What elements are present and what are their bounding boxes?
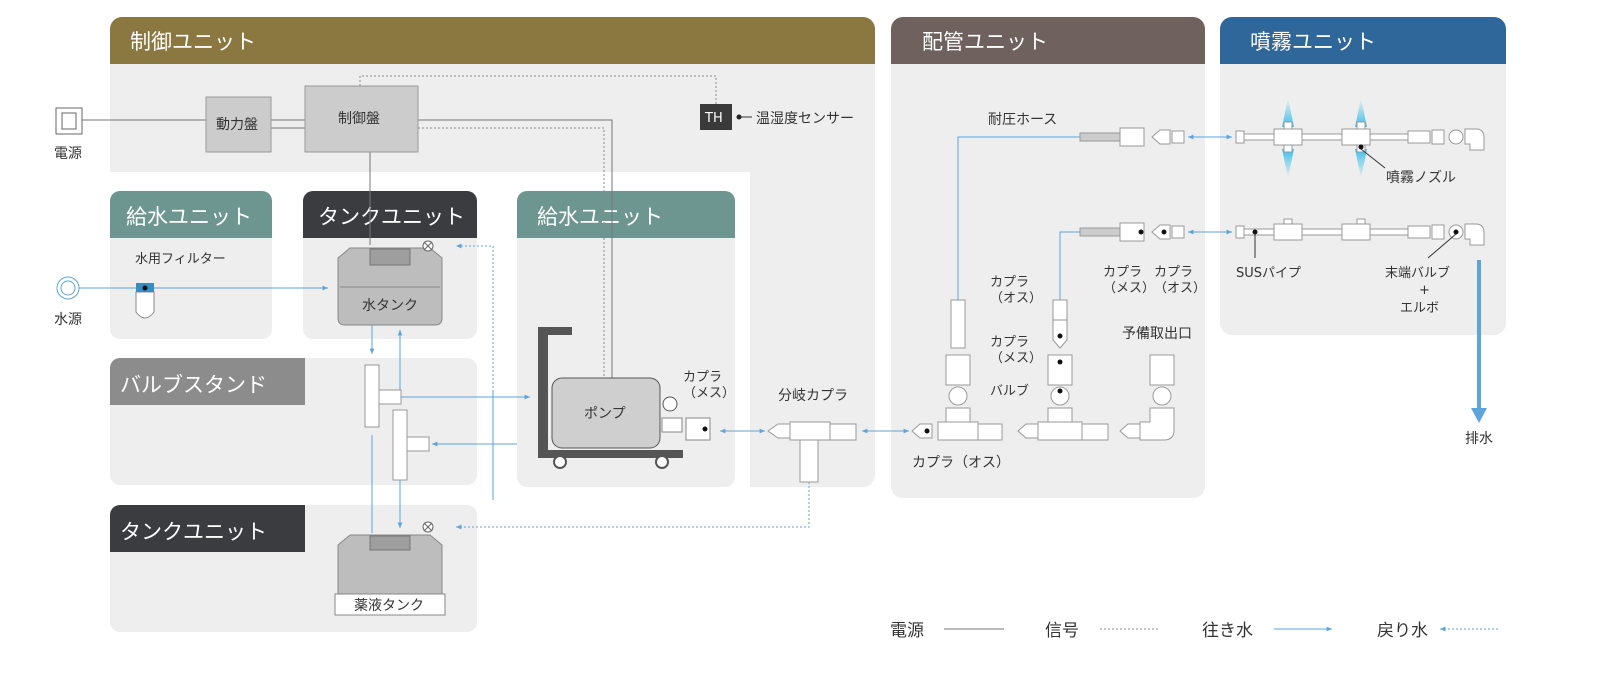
- spray-pipe-row-1: [1235, 121, 1485, 153]
- pump-label: ポンプ: [584, 406, 626, 422]
- valve-label: バルブ: [990, 383, 1029, 399]
- spray-nozzle-label: 噴霧ノズル: [1386, 170, 1456, 186]
- coupler-male-side-label-1: カプラ: [990, 275, 1029, 290]
- sensor-label: 温湿度センサー: [756, 111, 854, 127]
- chemical-tank-valve-icon: [422, 521, 434, 533]
- coupler-male-side-label-2: （オス）: [990, 291, 1042, 306]
- end-valve-label-2: +: [1419, 283, 1430, 298]
- legend-power-label: 電源: [890, 621, 924, 641]
- supply-unit-left-title: 給水ユニット: [126, 205, 252, 229]
- water-source-label: 水源: [54, 312, 82, 328]
- control-panel: [304, 85, 419, 153]
- tank-unit-top-title: タンクユニット: [318, 205, 465, 229]
- hose-coupler-a: [1079, 127, 1185, 147]
- power-lines: [82, 119, 613, 378]
- coupler-male-top-label-2: （オス）: [1154, 281, 1206, 296]
- coupler-female-top-label-1: カプラ: [1103, 265, 1142, 280]
- end-valve-label-3: エルボ: [1400, 301, 1439, 316]
- drain-label: 排水: [1465, 431, 1493, 447]
- control-panel-label: 制御盤: [338, 111, 380, 127]
- power-panel-label: 動力盤: [216, 117, 258, 133]
- legend-supply-label: 往き水: [1202, 621, 1253, 641]
- piping-unit-title: 配管ユニット: [922, 30, 1048, 54]
- legend-signal-label: 信号: [1045, 621, 1079, 641]
- valve-stand-pipework: [364, 364, 430, 481]
- power-panel: [205, 96, 272, 153]
- supply-unit-mid-title: 給水ユニット: [537, 205, 663, 229]
- th-sensor-box: [700, 104, 732, 130]
- pressure-hose-label: 耐圧ホース: [988, 112, 1057, 128]
- spray-mist-effects: [1282, 98, 1367, 178]
- spray-unit-title: 噴霧ユニット: [1250, 30, 1376, 54]
- water-filter-icon: [135, 283, 155, 319]
- end-valve-label-1: 末端バルブ: [1385, 265, 1450, 281]
- valve-assembly-2: [1017, 299, 1109, 441]
- water-filter-label: 水用フィルター: [135, 252, 226, 267]
- water-tank-label: 水タンク: [362, 298, 418, 314]
- tank-inlet-valve-icon: [422, 240, 434, 252]
- coupler-female-top-label-2: （メス）: [1103, 281, 1155, 296]
- th-label: TH: [704, 111, 723, 126]
- control-unit-title: 制御ユニット: [130, 30, 256, 54]
- coupler-male-top-label-1: カプラ: [1154, 265, 1193, 280]
- coupler-female-side-label-1: カプラ: [990, 335, 1029, 350]
- pump-coupler-female: [685, 417, 711, 441]
- signal-lines: [359, 75, 717, 378]
- branch-coupler-icon: [767, 421, 857, 483]
- return-line-bottom: [456, 482, 810, 530]
- pump-coupler-label-1: カプラ: [683, 370, 722, 385]
- spray-unit-panel: [1220, 17, 1506, 335]
- valve-assembly-1: [911, 299, 1003, 441]
- spray-pipe-row-2: [1235, 218, 1485, 246]
- water-tank-icon: [337, 247, 443, 326]
- coupler-female-side-label-2: （メス）: [990, 351, 1042, 366]
- branch-coupler-label: 分岐カプラ: [778, 388, 848, 404]
- power-source-icon: [55, 107, 83, 135]
- pump-coupler-label-2: （メス）: [683, 386, 735, 401]
- sus-pipe-label: SUSパイプ: [1236, 266, 1301, 281]
- legend-return-label: 戻り水: [1377, 621, 1428, 641]
- water-source-icon: [56, 276, 80, 300]
- tank-unit-bottom-title: タンクユニット: [120, 520, 267, 544]
- valve-stand-title: バルブスタンド: [120, 373, 267, 397]
- hose-line-b: [1059, 231, 1080, 300]
- legend: 電源 信号 往き水 戻り水: [890, 621, 1498, 641]
- spare-outlet-icon: [1119, 354, 1175, 441]
- return-line-top: [456, 243, 494, 500]
- coupler-male-bottom-label: カプラ（オス）: [912, 455, 1010, 471]
- pump-cart-icon: [538, 327, 683, 469]
- hose-line-a: [957, 136, 1080, 300]
- chemical-tank-label: 薬液タンク: [354, 598, 424, 614]
- hose-coupler-b: [1079, 222, 1185, 242]
- spare-outlet-label: 予備取出口: [1122, 326, 1192, 342]
- power-source-label: 電源: [54, 146, 82, 162]
- drain-arrow-icon: [1471, 408, 1487, 423]
- chemical-tank-icon: [334, 534, 446, 616]
